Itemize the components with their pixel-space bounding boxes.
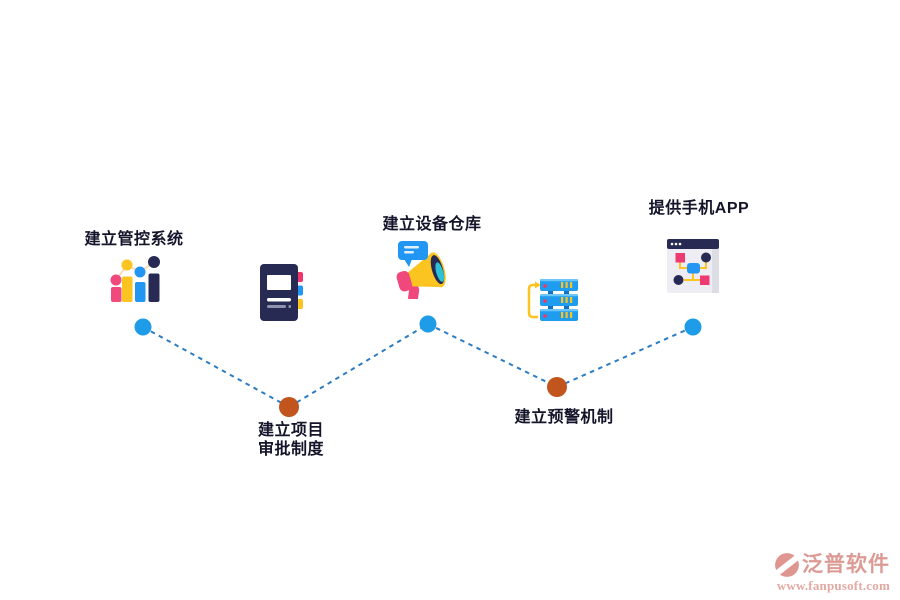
milestone-dot-1 — [134, 318, 152, 336]
milestone-dot-3 — [419, 315, 437, 333]
connector-segment-4 — [556, 326, 694, 388]
milestone-label-2-line-1: 建立项目 — [257, 422, 324, 439]
notebook-icon — [260, 264, 303, 321]
connector-segment-2 — [288, 323, 429, 408]
milestone-dot-4 — [547, 377, 567, 397]
megaphone-icon — [396, 241, 446, 299]
milestone-label-5: 提供手机APP — [648, 200, 750, 217]
connector-segment-3 — [427, 323, 558, 388]
brand-name: 泛普软件 — [802, 553, 890, 576]
bar-chart-people-icon — [110, 256, 160, 302]
milestone-label-2-line-2: 审批制度 — [257, 441, 324, 458]
brand-logo: 泛普软件 www.fanpusoft.com — [758, 552, 890, 594]
milestone-label-2: 建立项目 审批制度 — [211, 421, 371, 459]
connector-segment-1 — [142, 326, 290, 408]
server-stack-icon — [527, 279, 578, 321]
milestone-dot-2 — [279, 397, 299, 417]
browser-flowchart-icon — [667, 239, 719, 293]
milestone-dot-5 — [684, 318, 702, 336]
brand-url: www.fanpusoft.com — [776, 578, 890, 593]
milestone-label-3: 建立设备仓库 — [382, 216, 482, 233]
milestone-label-1: 建立管控系统 — [84, 231, 184, 248]
milestone-label-4: 建立预警机制 — [514, 409, 614, 426]
brand-logo-icon — [774, 552, 800, 578]
